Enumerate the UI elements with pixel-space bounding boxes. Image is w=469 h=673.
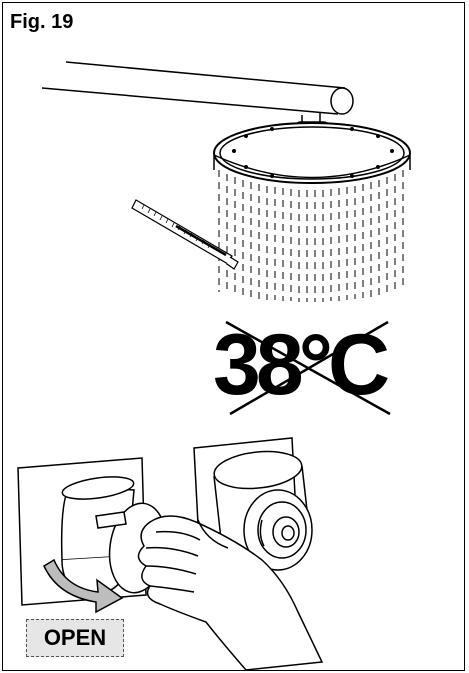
thermometer-icon [131, 199, 239, 270]
open-label-text: OPEN [43, 625, 107, 650]
water-streams-icon [218, 170, 404, 302]
hand-icon [137, 515, 324, 671]
rotate-arrow-icon [43, 558, 124, 614]
open-label: OPEN [26, 619, 124, 657]
temperature-label: 38°C [213, 317, 390, 413]
shower-arm-icon [41, 61, 354, 126]
shower-head-icon [213, 121, 411, 184]
figure-label: Fig. 19 [10, 11, 74, 33]
cross-out-icon [225, 320, 391, 416]
